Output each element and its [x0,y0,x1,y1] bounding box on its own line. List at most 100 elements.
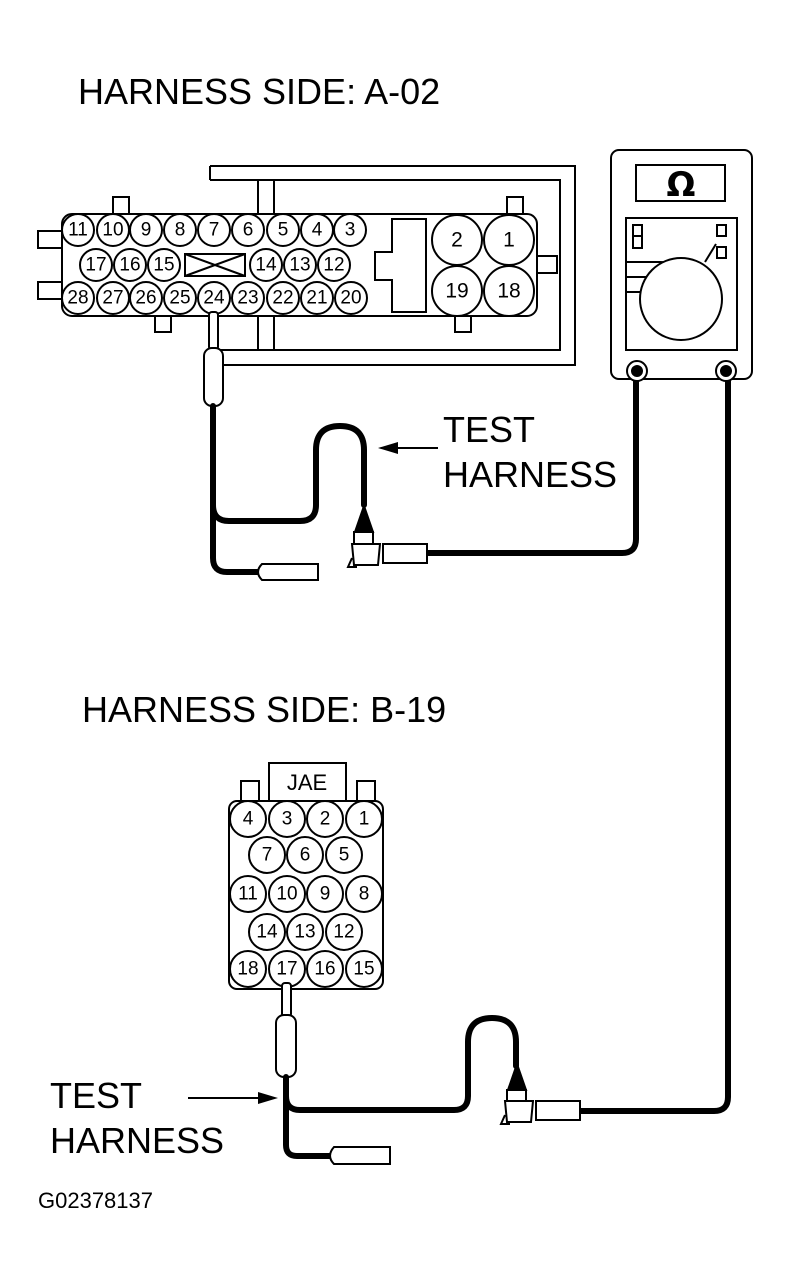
pin-a-19: 19 [431,265,483,317]
test-harness-b-wire [283,1015,519,1159]
svg-text:7: 7 [209,220,220,241]
pin-a-5: 5 [266,213,300,247]
connector-a-keyway [374,218,427,313]
test-harness-a-clip [346,502,428,568]
test-harness-a-label-line1: TEST [443,409,535,450]
connector-b-title: HARNESS SIDE: B-19 [82,689,446,730]
svg-text:26: 26 [135,288,156,309]
pin-b-9: 9 [306,875,344,913]
svg-text:13: 13 [294,922,315,943]
pin-a-7: 7 [197,213,231,247]
svg-text:8: 8 [175,220,186,241]
svg-text:1: 1 [359,809,370,830]
ohmmeter [610,149,753,382]
pin-a-21: 21 [300,281,334,315]
svg-text:9: 9 [141,220,152,241]
pin-b-6: 6 [286,836,324,874]
pin-a-16: 16 [113,248,147,282]
ohmmeter-indicator-4 [716,246,727,259]
pin-b-12: 12 [325,913,363,951]
test-harness-b-plug [329,1146,391,1165]
pin-a-6: 6 [231,213,265,247]
svg-text:24: 24 [203,288,225,309]
probe-b [275,982,297,1078]
pin-a-25: 25 [163,281,197,315]
pin-a-9: 9 [129,213,163,247]
connector-b-row1: 4 3 2 1 [229,800,383,838]
figure-id: G02378137 [38,1188,153,1213]
svg-text:8: 8 [359,884,370,905]
pin-b-3: 3 [268,800,306,838]
pin-a-20: 20 [334,281,368,315]
svg-text:17: 17 [85,255,106,276]
pin-b-17: 17 [268,950,306,988]
svg-text:5: 5 [278,220,289,241]
pin-a-15: 15 [147,248,181,282]
pin-a-11: 11 [61,213,95,247]
test-harness-a-arrow [378,442,438,454]
pin-b-10: 10 [268,875,306,913]
svg-text:12: 12 [333,922,354,943]
ohmmeter-indicator-2 [632,235,643,249]
svg-text:20: 20 [340,288,361,309]
pin-b-4: 4 [229,800,267,838]
svg-text:17: 17 [276,959,297,980]
pin-a-8: 8 [163,213,197,247]
svg-text:23: 23 [237,288,258,309]
connector-a-blank-cavity [184,253,246,277]
ohmmeter-indicator-3 [716,224,727,237]
pin-b-13: 13 [286,913,324,951]
svg-text:15: 15 [153,255,174,276]
pin-b-5: 5 [325,836,363,874]
pin-b-16: 16 [306,950,344,988]
pin-a-26: 26 [129,281,163,315]
pin-a-14: 14 [249,248,283,282]
svg-text:21: 21 [306,288,327,309]
ohm-symbol-icon: Ω [667,165,696,205]
test-harness-a-label-line2: HARNESS [443,454,617,495]
svg-text:18: 18 [497,280,520,303]
pin-a-2: 2 [431,214,483,266]
pin-a-12: 12 [317,248,351,282]
svg-text:22: 22 [272,288,293,309]
connector-b-row3: 11 10 9 8 [229,875,383,913]
pin-a-24: 24 [197,281,231,315]
test-harness-a-wire [210,369,731,1114]
connector-a-large-pins: 2 1 19 18 [431,214,535,317]
svg-text:3: 3 [345,220,356,241]
pin-a-23: 23 [231,281,265,315]
svg-text:4: 4 [312,220,323,241]
test-harness-b-label-line1: TEST [50,1075,142,1116]
svg-text:25: 25 [169,288,190,309]
pin-b-1: 1 [345,800,383,838]
pin-a-3: 3 [333,213,367,247]
svg-text:13: 13 [289,255,310,276]
connector-b-row4: 14 13 12 [248,913,363,951]
svg-text:16: 16 [119,255,140,276]
test-harness-b-label-line2: HARNESS [50,1120,224,1161]
pin-b-15: 15 [345,950,383,988]
svg-text:19: 19 [445,280,468,303]
svg-text:2: 2 [451,229,463,252]
svg-text:12: 12 [323,255,344,276]
connector-a-title: HARNESS SIDE: A-02 [78,71,440,112]
svg-text:4: 4 [243,809,254,830]
svg-text:6: 6 [300,845,311,866]
pin-a-13: 13 [283,248,317,282]
pin-a-18: 18 [483,265,535,317]
test-harness-b-clip [499,1060,581,1125]
pin-a-22: 22 [266,281,300,315]
pin-a-1: 1 [483,214,535,266]
test-harness-b-arrow [188,1092,278,1104]
connector-a-row2: 17 16 15 14 13 12 [79,248,351,282]
svg-text:7: 7 [262,845,273,866]
pin-b-7: 7 [248,836,286,874]
pin-b-18: 18 [229,950,267,988]
svg-text:28: 28 [67,288,88,309]
svg-text:5: 5 [339,845,350,866]
svg-text:6: 6 [243,220,254,241]
test-harness-a-plug [257,563,319,581]
svg-text:14: 14 [256,922,278,943]
svg-text:10: 10 [102,220,123,241]
